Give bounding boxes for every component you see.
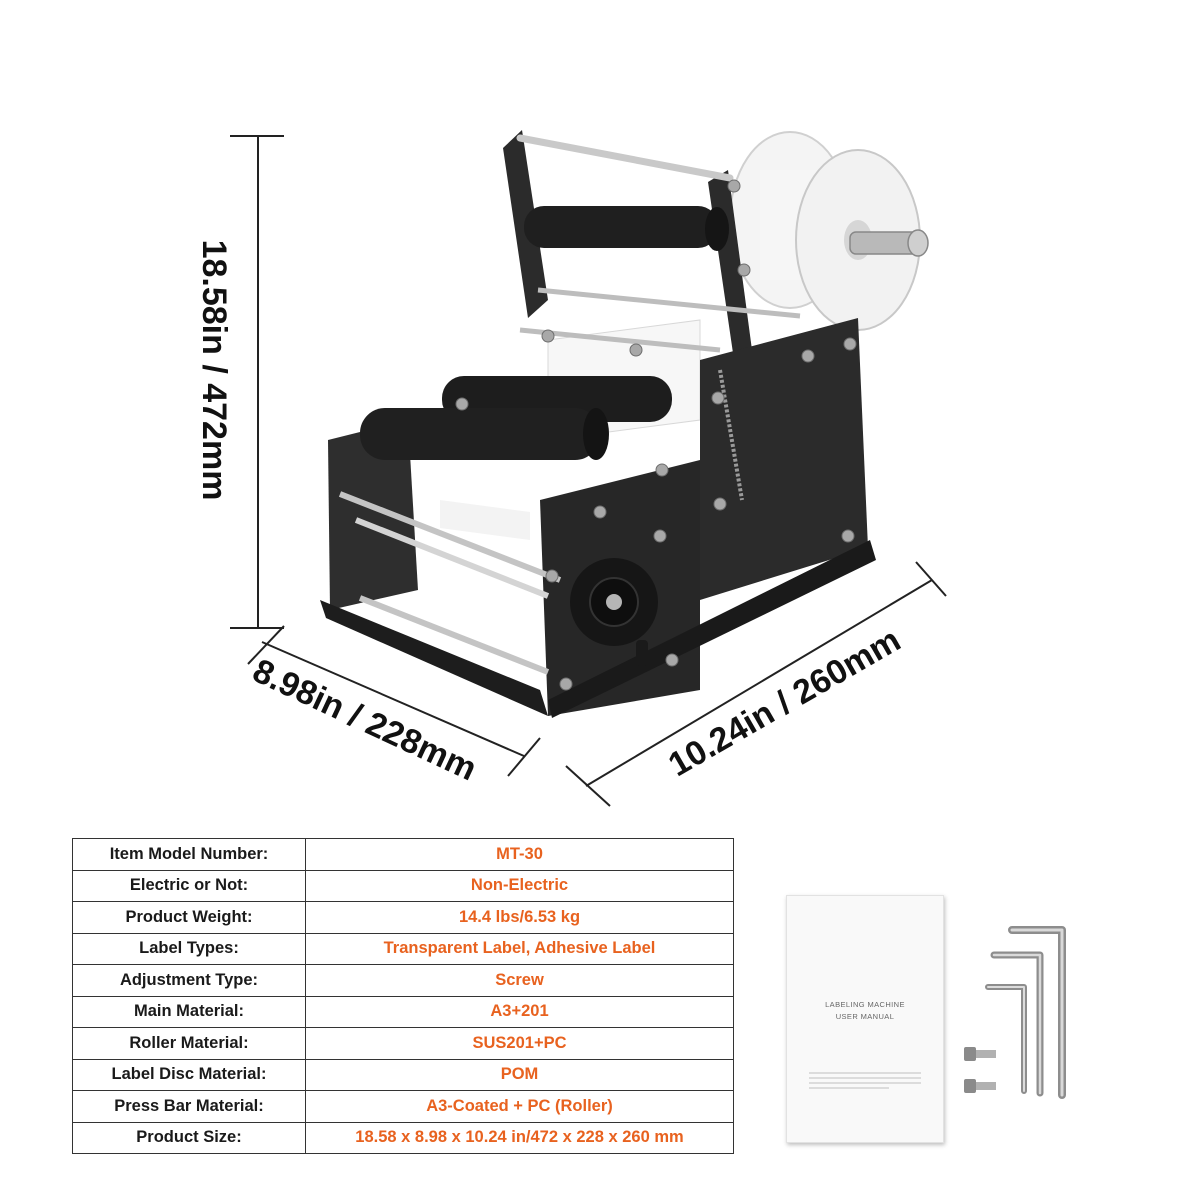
- spec-value: MT-30: [305, 838, 734, 871]
- spec-label: Press Bar Material:: [72, 1090, 306, 1123]
- spec-value: POM: [305, 1058, 734, 1091]
- table-row: Electric or Not: Non-Electric: [72, 869, 734, 902]
- screw-icon: [964, 1047, 996, 1061]
- spec-value: Screw: [305, 964, 734, 997]
- product-dimension-diagram: 18.58in / 472mm 8.98in / 228mm 10.24in /…: [195, 130, 947, 807]
- spec-value: Transparent Label, Adhesive Label: [305, 932, 734, 965]
- manual-fine-print: [809, 1082, 921, 1084]
- spec-label: Electric or Not:: [72, 869, 306, 902]
- labeling-machine-image: [320, 130, 929, 718]
- height-dimension-label: 18.58in / 472mm: [195, 240, 233, 501]
- table-row: Label Disc Material: POM: [72, 1058, 734, 1091]
- table-row: Label Types: Transparent Label, Adhesive…: [72, 932, 734, 965]
- spec-label: Main Material:: [72, 995, 306, 1028]
- spec-label: Roller Material:: [72, 1027, 306, 1060]
- spec-label: Product Weight:: [72, 901, 306, 934]
- spec-value: A3-Coated + PC (Roller): [305, 1090, 734, 1123]
- height-dimension: 18.58in / 472mm: [195, 135, 284, 629]
- user-manual-image: LABELING MACHINE USER MANUAL: [786, 895, 944, 1143]
- spec-value: 14.4 lbs/6.53 kg: [305, 901, 734, 934]
- spec-value: A3+201: [305, 995, 734, 1028]
- spec-value: Non-Electric: [305, 869, 734, 902]
- allen-keys-and-screws-image: [964, 926, 1066, 1099]
- spec-label: Adjustment Type:: [72, 964, 306, 997]
- spec-label: Label Types:: [72, 932, 306, 965]
- depth-dimension-label: 8.98in / 228mm: [247, 652, 482, 789]
- spec-label: Item Model Number:: [72, 838, 306, 871]
- spec-label: Label Disc Material:: [72, 1058, 306, 1091]
- screw-icon: [964, 1079, 996, 1093]
- table-row: Product Size: 18.58 x 8.98 x 10.24 in/47…: [72, 1121, 734, 1154]
- manual-fine-print: [809, 1087, 889, 1089]
- manual-fine-print: [809, 1077, 921, 1079]
- manual-title-line2: USER MANUAL: [835, 1012, 895, 1021]
- table-row: Roller Material: SUS201+PC: [72, 1027, 734, 1060]
- manual-title-line1: LABELING MACHINE: [825, 1000, 905, 1009]
- table-row: Main Material: A3+201: [72, 995, 734, 1028]
- table-row: Product Weight: 14.4 lbs/6.53 kg: [72, 901, 734, 934]
- table-row: Press Bar Material: A3-Coated + PC (Roll…: [72, 1090, 734, 1123]
- spec-table: Item Model Number: MT-30 Electric or Not…: [72, 838, 734, 1154]
- spec-value: 18.58 x 8.98 x 10.24 in/472 x 228 x 260 …: [305, 1121, 734, 1154]
- spec-value: SUS201+PC: [305, 1027, 734, 1060]
- table-row: Adjustment Type: Screw: [72, 964, 734, 997]
- spec-label: Product Size:: [72, 1121, 306, 1154]
- manual-fine-print: [809, 1072, 921, 1074]
- table-row: Item Model Number: MT-30: [72, 838, 734, 871]
